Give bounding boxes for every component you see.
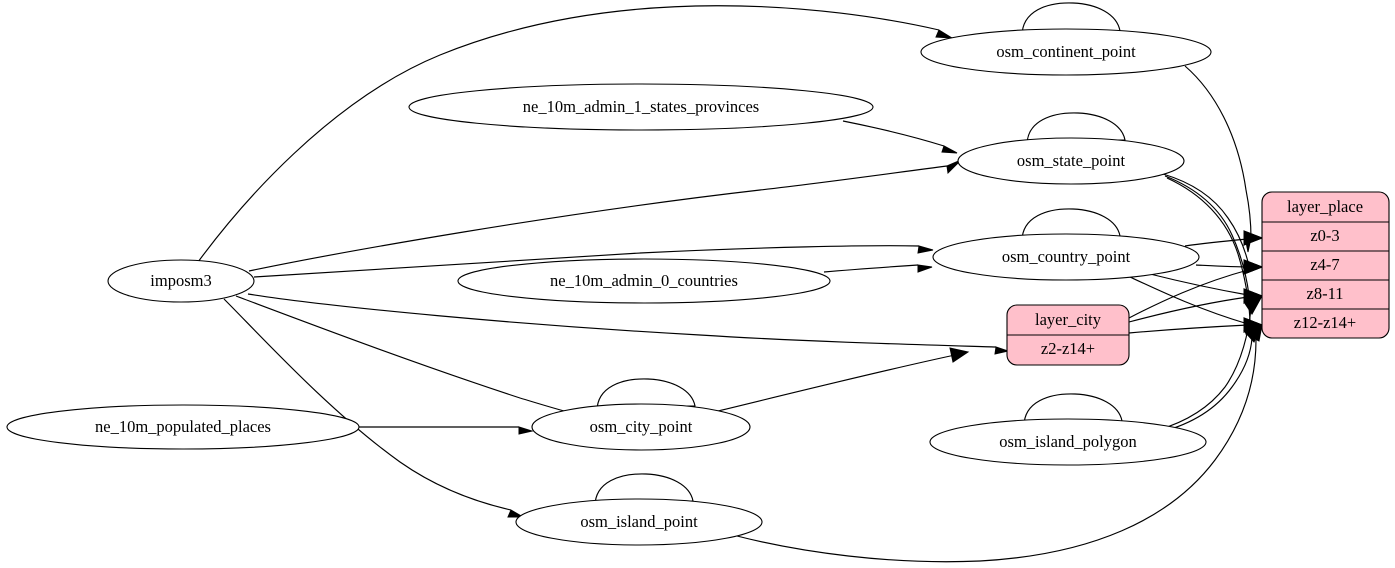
edge-ne_10m_admin_0_countries-to-osm_country_point (823, 264, 933, 273)
edge-imposm3-to-osm_island_point (223, 298, 525, 518)
edge-ne_10m_admin_1_states_provinces-to-osm_state_point (842, 120, 958, 154)
edge-layer (197, 2, 1264, 563)
node-imposm3[interactable]: imposm3 (107, 259, 255, 303)
node-osm_state_point[interactable]: osm_state_point (957, 137, 1185, 185)
node-osm_continent_point[interactable]: osm_continent_point (920, 28, 1212, 76)
edge-ne_10m_populated_places-to-osm_city_point (359, 426, 534, 435)
node-layer_city[interactable]: layer_city z2-z14+ (1006, 304, 1130, 366)
edge-osm_city_point-to-layer_city (717, 347, 970, 412)
node-layer_place[interactable]: layer_place z0-3 z4-7 z8-11 z12-z14+ (1261, 191, 1390, 339)
edge-layer_city-to-layer_place-z12-z14 (1128, 317, 1264, 334)
edge-imposm3-to-layer_city (247, 293, 1010, 355)
edge-imposm3-to-osm_state_point (248, 159, 962, 272)
node-ne_10m_populated_places[interactable]: ne_10m_populated_places (6, 404, 360, 450)
edge-imposm3-to-osm_continent_point (197, 5, 953, 263)
edge-osm_island_polygon-to-layer_place-z12-z14 (1160, 324, 1263, 433)
node-osm_island_point[interactable]: osm_island_point (515, 498, 763, 546)
node-osm_city_point[interactable]: osm_city_point (531, 403, 751, 451)
edge-osm_island_point-to-layer_place-z12-z14 (736, 324, 1263, 563)
edge-osm_continent_point-to-layer_place-z0-3 (1184, 65, 1252, 253)
edge-layer_city-to-layer_place-z4-7 (1128, 259, 1264, 319)
node-osm_country_point[interactable]: osm_country_point (932, 233, 1200, 281)
edge-osm_country_point-to-layer_place-z0-3 (1184, 230, 1264, 247)
node-osm_island_polygon[interactable]: osm_island_polygon (929, 418, 1207, 466)
node-layer: imposm3 ne_10m_populated_places ne_10m_a… (6, 28, 1212, 546)
edge-imposm3-to-osm_city_point (235, 295, 582, 420)
edge-imposm3-to-osm_country_point (253, 245, 934, 278)
node-ne_10m_admin_1_states_provinces[interactable]: ne_10m_admin_1_states_provinces (408, 83, 874, 131)
node-ne_10m_admin_0_countries[interactable]: ne_10m_admin_0_countries (457, 258, 831, 304)
